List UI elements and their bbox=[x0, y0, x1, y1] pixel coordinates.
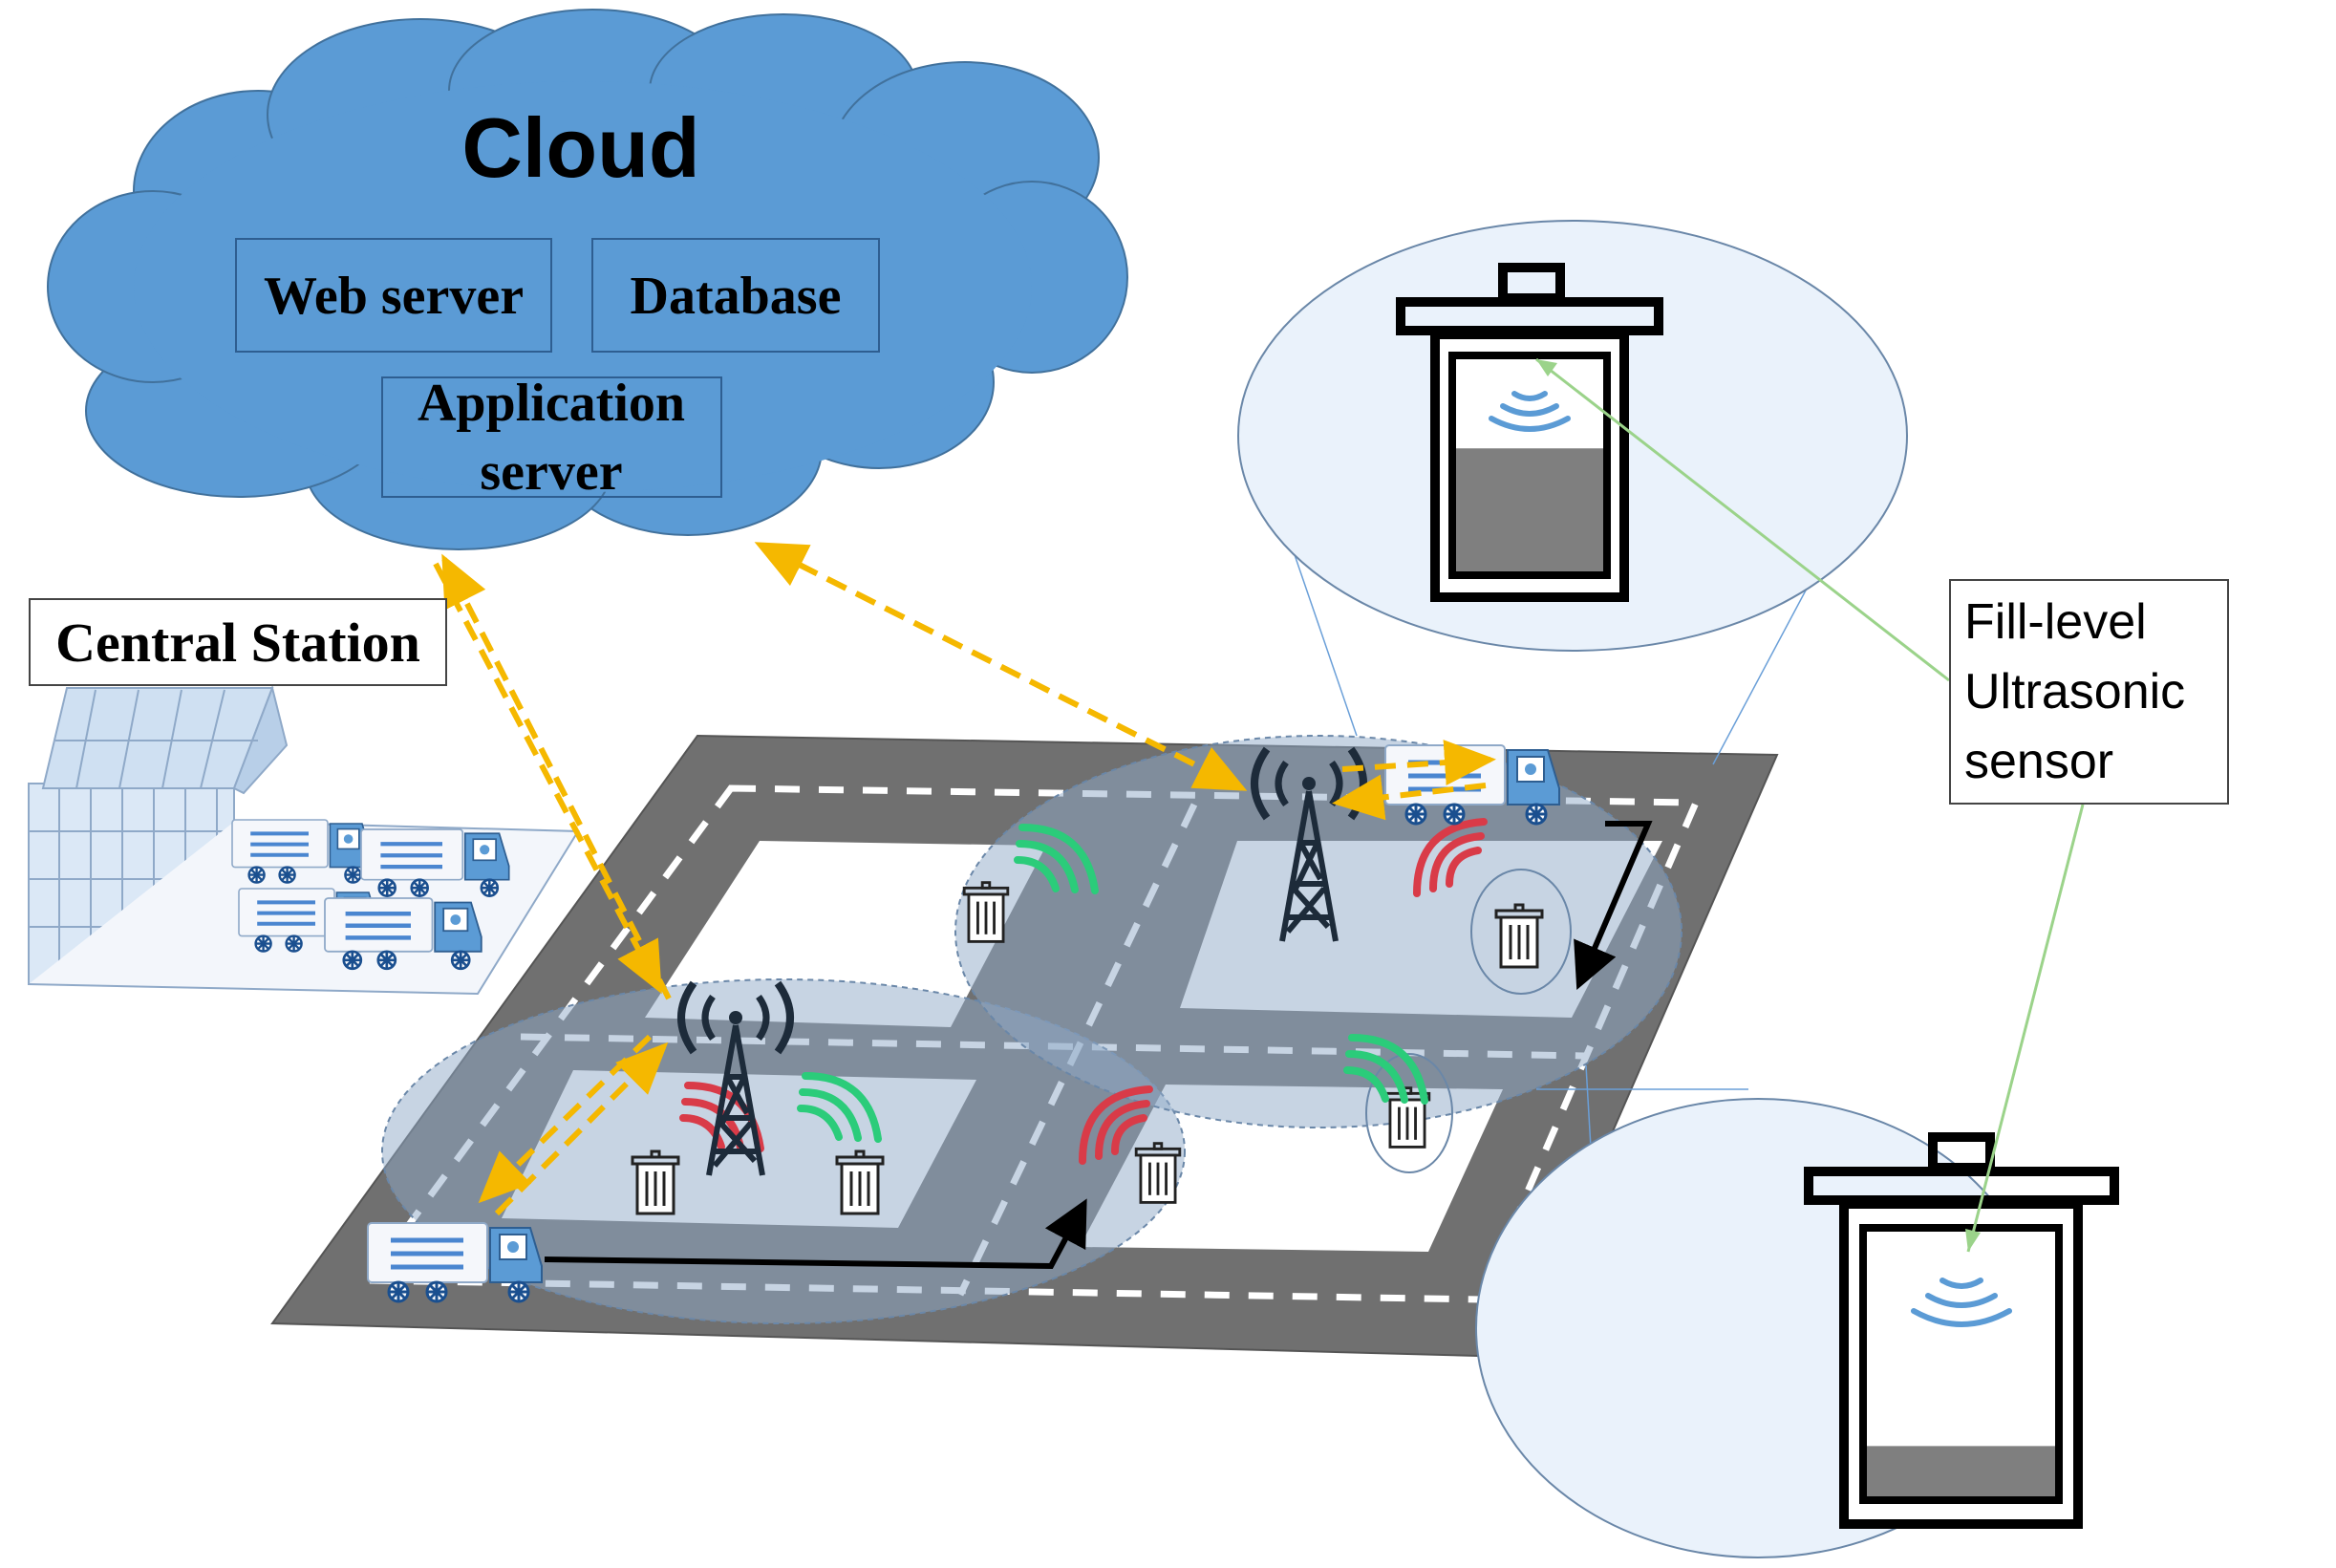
database-label: Database bbox=[631, 267, 842, 326]
web-server-label: Web server bbox=[264, 267, 524, 326]
highlighted-bin-ring bbox=[1470, 869, 1572, 995]
waste-fill bbox=[1456, 448, 1603, 571]
database-box: Database bbox=[591, 238, 880, 353]
sensor-callout-lines bbox=[1535, 357, 2085, 1253]
fill-level-sensor-callout: Fill-level Ultrasonic sensor bbox=[1949, 579, 2229, 805]
application-server-label-1: Application bbox=[418, 374, 685, 433]
coverage-area-left bbox=[381, 978, 1186, 1324]
central-station-label: Central Station bbox=[29, 598, 447, 686]
truck-route bbox=[544, 821, 1653, 1270]
application-server-label-2: server bbox=[480, 442, 622, 502]
highlighted-bin-ring bbox=[1365, 1053, 1453, 1173]
cloud-title: Cloud bbox=[461, 100, 699, 195]
bin-zoom-bottom bbox=[1475, 1098, 2119, 1558]
application-server-box: Application server bbox=[381, 374, 722, 502]
web-server-box: Web server bbox=[235, 238, 552, 353]
waste-fill bbox=[1867, 1446, 2055, 1496]
data-link-arrows bbox=[433, 542, 1496, 1216]
bin-zoom-top bbox=[1237, 220, 1908, 652]
coverage-area-right bbox=[954, 735, 1682, 1128]
